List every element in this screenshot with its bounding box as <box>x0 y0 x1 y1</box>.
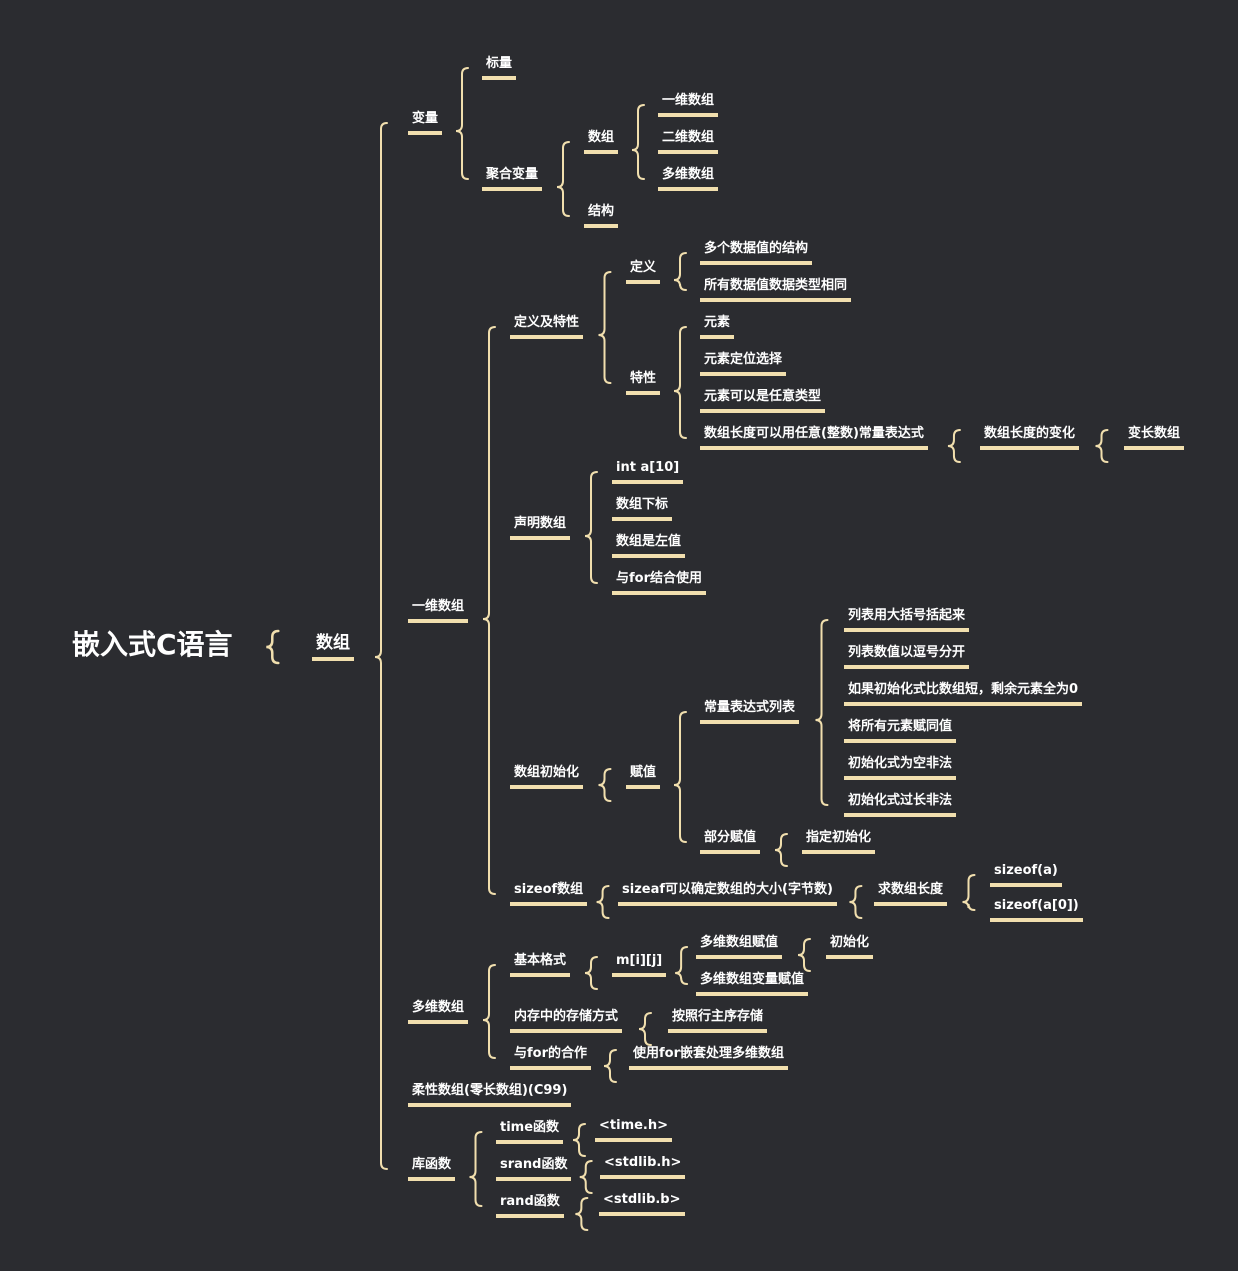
node-lib[interactable]: 库函数 <box>408 1157 456 1181</box>
node-init[interactable]: 数组初始化 <box>510 765 584 789</box>
node-forc[interactable]: 与for的合作 <box>510 1046 591 1070</box>
node-d3[interactable]: 数组是左值 <box>612 534 686 558</box>
node-arr[interactable]: 数组 <box>312 633 354 661</box>
node-stdlib2[interactable]: <stdlib.b> <box>599 1192 685 1216</box>
brace-forc <box>603 1049 617 1083</box>
brace-time <box>572 1123 587 1157</box>
brace-mda <box>797 938 812 972</box>
node-def-feat[interactable]: 定义及特性 <box>510 315 584 339</box>
brace-mij <box>675 946 689 985</box>
node-one-d[interactable]: 一维数组 <box>658 93 719 117</box>
brace-rand <box>575 1197 589 1231</box>
brace-agg-arr <box>631 104 646 180</box>
node-feat[interactable]: 特性 <box>626 371 661 395</box>
brace-lib <box>469 1131 483 1207</box>
node-f3[interactable]: 元素可以是任意类型 <box>700 389 826 413</box>
node-agg-arr[interactable]: 数组 <box>584 130 619 154</box>
brace-assign <box>673 711 688 843</box>
node-partial[interactable]: 部分赋值 <box>700 830 761 854</box>
node-fornest[interactable]: 使用for嵌套处理多维数组 <box>629 1046 788 1070</box>
node-c2[interactable]: 列表数值以逗号分开 <box>844 645 970 669</box>
node-sz3[interactable]: sizeof(a) <box>990 863 1062 887</box>
node-f2[interactable]: 元素定位选择 <box>700 352 787 376</box>
node-def[interactable]: 定义 <box>626 260 661 284</box>
node-md[interactable]: 多维数组 <box>408 1000 469 1024</box>
node-srand[interactable]: srand函数 <box>496 1157 572 1181</box>
node-stdlib1[interactable]: <stdlib.h> <box>600 1155 686 1179</box>
node-fmt[interactable]: 基本格式 <box>510 953 571 977</box>
brace-agg <box>556 141 571 217</box>
node-c3[interactable]: 如果初始化式比数组短，剩余元素全为0 <box>844 682 1083 706</box>
brace-init <box>598 768 612 802</box>
node-agg[interactable]: 聚合变量 <box>482 167 543 191</box>
node-onedim[interactable]: 一维数组 <box>408 599 469 623</box>
brace-srand <box>579 1160 593 1194</box>
node-sz1[interactable]: sizeaf可以确定数组的大小(字节数) <box>618 882 837 906</box>
brace-fmt <box>584 956 599 990</box>
brace-f4a <box>1095 429 1109 463</box>
node-c6[interactable]: 初始化式过长非法 <box>844 793 957 817</box>
brace-feat <box>673 326 688 439</box>
node-multi-d[interactable]: 多维数组 <box>658 167 719 191</box>
brace-sz1 <box>849 885 863 919</box>
brace-root <box>266 629 280 665</box>
node-desig[interactable]: 指定初始化 <box>802 830 876 854</box>
node-sz4[interactable]: sizeof(a[0]) <box>990 898 1083 922</box>
brace-mem <box>638 1012 653 1046</box>
node-mij[interactable]: m[i][j] <box>612 953 667 977</box>
node-struct[interactable]: 结构 <box>584 204 619 228</box>
node-sizeof[interactable]: sizeof数组 <box>510 882 588 906</box>
node-rand[interactable]: rand函数 <box>496 1194 564 1218</box>
node-decl[interactable]: 声明数组 <box>510 516 571 540</box>
brace-onedim <box>482 326 497 895</box>
node-def1[interactable]: 多个数据值的结构 <box>700 241 813 265</box>
brace-sizeof <box>596 885 610 919</box>
node-f4[interactable]: 数组长度可以用任意(整数)常量表达式 <box>700 426 928 450</box>
node-c1[interactable]: 列表用大括号括起来 <box>844 608 970 632</box>
node-timeh[interactable]: <time.h> <box>595 1118 673 1142</box>
node-row[interactable]: 按照行主序存储 <box>668 1009 768 1033</box>
node-d4[interactable]: 与for结合使用 <box>612 571 706 595</box>
node-mdva[interactable]: 多维数组变量赋值 <box>696 972 809 996</box>
node-f1[interactable]: 元素 <box>700 315 735 339</box>
brace-var <box>455 67 470 180</box>
brace-arr <box>374 122 388 1170</box>
node-scalar[interactable]: 标量 <box>482 56 517 80</box>
node-f4b[interactable]: 变长数组 <box>1124 426 1185 450</box>
node-def2[interactable]: 所有数据值数据类型相同 <box>700 278 852 302</box>
brace-def-feat <box>598 271 612 384</box>
node-two-d[interactable]: 二维数组 <box>658 130 719 154</box>
node-d1[interactable]: int a[10] <box>612 460 684 484</box>
node-root[interactable]: 嵌入式C语言 <box>72 628 233 661</box>
node-f4a[interactable]: 数组长度的变化 <box>980 426 1080 450</box>
node-c4[interactable]: 将所有元素赋同值 <box>844 719 957 743</box>
node-assign[interactable]: 赋值 <box>626 765 661 789</box>
node-c5[interactable]: 初始化式为空非法 <box>844 756 957 780</box>
node-mdinit[interactable]: 初始化 <box>826 935 874 959</box>
brace-f4 <box>947 429 961 463</box>
node-mda[interactable]: 多维数组赋值 <box>696 935 783 959</box>
node-mem[interactable]: 内存中的存储方式 <box>510 1009 623 1033</box>
brace-constlist <box>815 619 829 806</box>
node-d2[interactable]: 数组下标 <box>612 497 673 521</box>
brace-partial <box>774 833 789 867</box>
brace-sz2 <box>962 874 976 911</box>
brace-def <box>673 252 688 291</box>
brace-md <box>482 964 497 1059</box>
node-time[interactable]: time函数 <box>496 1120 564 1144</box>
node-sz2[interactable]: 求数组长度 <box>874 882 948 906</box>
node-var[interactable]: 变量 <box>408 111 443 135</box>
brace-decl <box>584 471 599 584</box>
node-constlist[interactable]: 常量表达式列表 <box>700 700 800 724</box>
node-flex[interactable]: 柔性数组(零长数组)(C99) <box>408 1083 572 1107</box>
